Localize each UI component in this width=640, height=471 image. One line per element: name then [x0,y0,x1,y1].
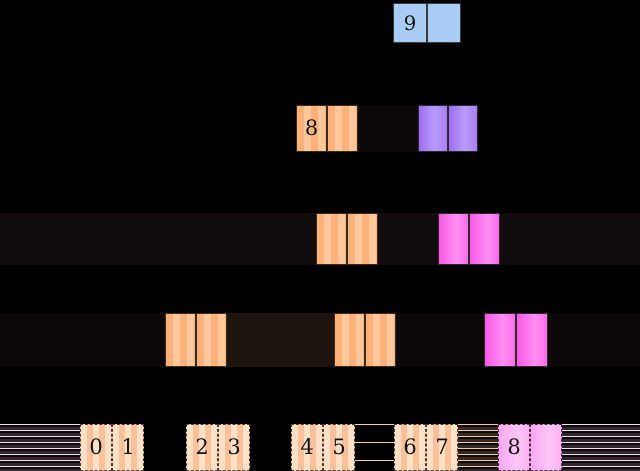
block-6[interactable]: 6 [394,424,426,471]
block-8[interactable]: 8 [498,424,530,471]
block-row-4-1[interactable] [196,313,227,367]
block-row-5-leaves-9[interactable] [530,424,562,471]
block-row-2-3[interactable] [448,105,478,152]
block-4[interactable]: 4 [291,424,323,471]
block-row-4-4[interactable] [484,313,516,367]
block-row-3-0[interactable] [316,213,347,265]
block-row-3-2[interactable] [438,213,469,265]
block-label: 4 [300,435,314,459]
band-mid-sparse [355,424,395,471]
block-label: 8 [304,116,319,140]
block-label: 5 [332,435,346,459]
block-row-4-0[interactable] [165,313,196,367]
block-label: 1 [121,435,135,459]
block-row-2-1[interactable] [327,105,358,152]
block-row-1-1[interactable] [427,3,461,43]
block-label: 2 [195,435,209,459]
block-label: 6 [403,435,417,459]
block-label: 7 [435,435,449,459]
block-7[interactable]: 7 [426,424,458,471]
block-9[interactable]: 9 [393,3,427,43]
block-label: 3 [227,435,241,459]
block-row-3-1[interactable] [347,213,378,265]
block-row-4-3[interactable] [365,313,396,367]
block-row-3-3[interactable] [469,213,500,265]
band-left-violet [0,424,80,471]
block-8[interactable]: 8 [296,105,327,152]
block-0[interactable]: 0 [80,424,112,471]
block-5[interactable]: 5 [323,424,355,471]
band-right-dense [457,424,498,471]
block-1[interactable]: 1 [112,424,144,471]
block-row-4-5[interactable] [516,313,548,367]
block-row-4-2[interactable] [334,313,365,367]
block-2[interactable]: 2 [186,424,218,471]
block-3[interactable]: 3 [218,424,250,471]
block-label: 0 [89,435,103,459]
block-label: 8 [507,435,521,459]
band-far-right [561,424,640,471]
block-row-2-2[interactable] [418,105,448,152]
block-label: 9 [403,11,417,35]
